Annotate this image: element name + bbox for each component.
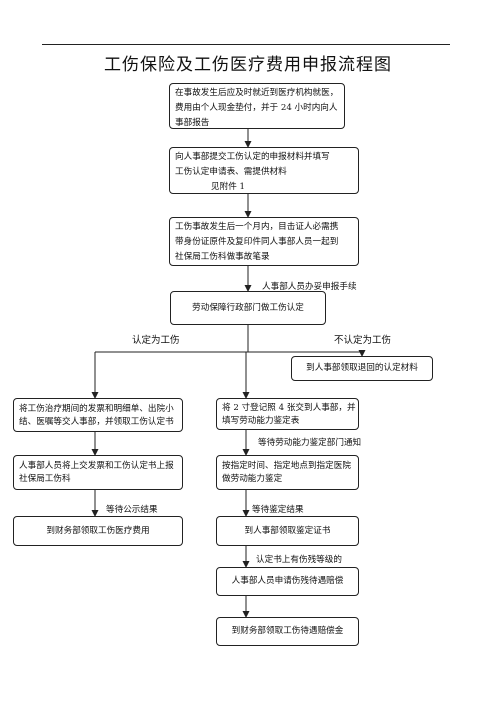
title-rule: [42, 44, 450, 45]
box-line: 做劳动能力鉴定: [222, 474, 283, 484]
box-line: 事部报告: [175, 118, 210, 128]
label-await-publicity: 等待公示结果: [106, 505, 158, 515]
step-report-accident: 在事故发生后应及时就近到医疗机构就医， 费用由个人现金垫付，并于 24 小时内向…: [169, 83, 345, 129]
step-collect-compensation: 到财务部领取工伤待遇赔偿金: [216, 617, 359, 646]
step-capacity-assessment: 按指定时间、指定地点到指定医院 做劳动能力鉴定: [216, 455, 359, 490]
step-submit-application: 向人事部提交工伤认定的申报材料并填写 工伤认定申请表、需提供材料 见附件 1: [169, 147, 359, 194]
box-text: 到人事部领取退回的认定材料: [306, 363, 418, 373]
label-await-assessment-notice: 等待劳动能力鉴定部门通知: [258, 438, 362, 448]
step-submit-photos: 将 2 寸登记照 4 张交到人事部，并 填写劳动能力鉴定表: [216, 398, 359, 430]
box-line: 社保局工伤科做事故笔录: [175, 252, 270, 262]
label-await-assessment-result: 等待鉴定结果: [252, 505, 304, 515]
box-line: 按指定时间、指定地点到指定医院: [222, 461, 351, 471]
step-collect-medical-costs: 到财务部领取工伤医疗费用: [13, 516, 183, 546]
box-line: 见附件 1: [211, 182, 245, 192]
box-line: 带身份证原件及复印件同人事部人员一起到: [175, 237, 339, 247]
label-not-determined: 不认定为工伤: [334, 335, 392, 346]
label-disability-grade: 认定书上有伤残等级的: [256, 555, 342, 565]
box-text: 到人事部领取鉴定证书: [244, 525, 331, 536]
box-line: 将 2 寸登记照 4 张交到人事部，并: [222, 403, 356, 413]
step-submit-invoices: 将工伤治疗期间的发票和明细单、出院小 结、医嘱等交人事部，并领取工伤认定书: [13, 398, 183, 432]
step-hr-report-invoices: 人事部人员将上交发票和工伤认定书上报 社保局工伤科: [13, 455, 183, 490]
box-text: 到财务部领取工伤医疗费用: [46, 525, 150, 536]
box-text: 劳动保障行政部门做工伤认定: [192, 302, 304, 313]
label-determined-injury: 认定为工伤: [132, 335, 180, 346]
box-line: 费用由个人现金垫付，并于 24 小时内向人: [175, 103, 338, 113]
box-line: 工伤认定申请表、需提供材料: [175, 167, 287, 177]
box-text: 人事部人员申请伤残待遇赔偿: [231, 576, 344, 586]
box-line: 将工伤治疗期间的发票和明细单、出院小: [19, 404, 174, 414]
box-line: 填写劳动能力鉴定表: [222, 416, 300, 426]
box-line: 人事部人员将上交发票和工伤认定书上报: [19, 461, 174, 471]
box-line: 社保局工伤科: [19, 474, 71, 484]
box-line: 向人事部提交工伤认定的申报材料并填写: [175, 152, 330, 162]
box-line: 在事故发生后应及时就近到医疗机构就医，: [175, 88, 339, 98]
step-collect-certificate: 到人事部领取鉴定证书: [216, 516, 359, 546]
step-injury-determination: 劳动保障行政部门做工伤认定: [170, 291, 326, 325]
step-witness-statement: 工伤事故发生后一个月内，目击证人必需携 带身份证原件及复印件同人事部人员一起到 …: [169, 217, 359, 266]
step-collect-returned-materials: 到人事部领取退回的认定材料: [291, 356, 433, 381]
page-title: 工伤保险及工伤医疗费用申报流程图: [104, 55, 392, 75]
box-text: 到财务部领取工伤待遇赔偿金: [231, 626, 344, 636]
box-line: 工伤事故发生后一个月内，目击证人必需携: [175, 222, 339, 232]
label-filing-done: 人事部人员办妥申报手续: [262, 282, 357, 292]
box-line: 结、医嘱等交人事部，并领取工伤认定书: [19, 417, 174, 427]
step-apply-disability-compensation: 人事部人员申请伤残待遇赔偿: [216, 567, 359, 596]
